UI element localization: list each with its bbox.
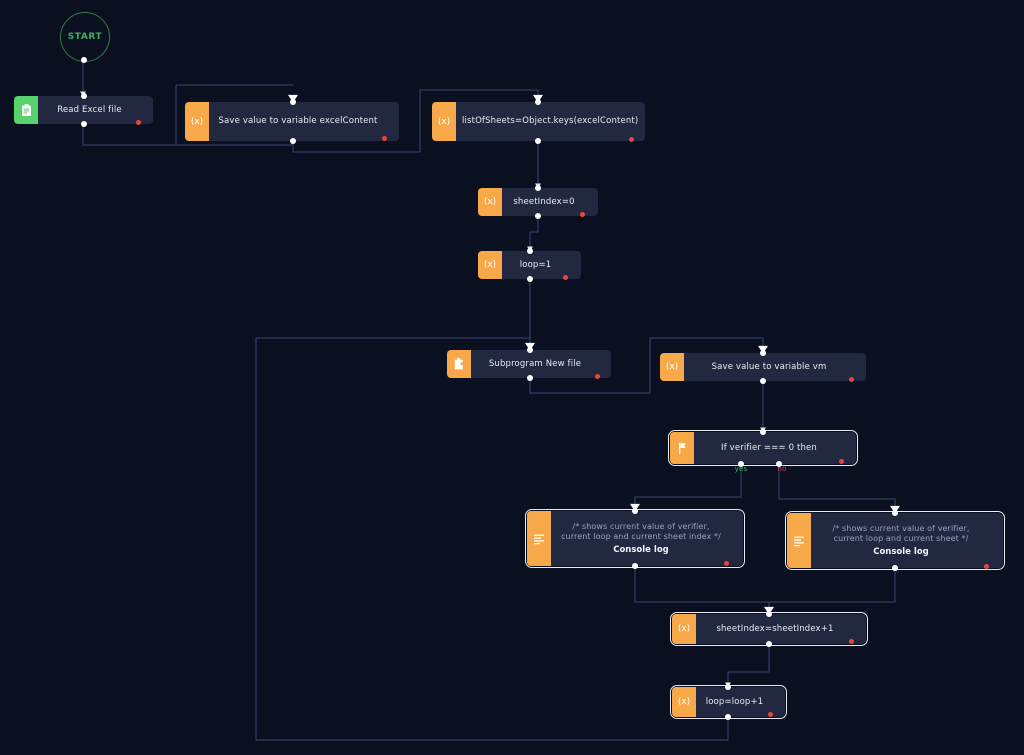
start-label: START (67, 32, 103, 42)
input-port-save-vm[interactable] (760, 350, 766, 356)
node-title: Save value to variable excelContent (218, 116, 378, 126)
node-title: loop=loop+1 (705, 696, 764, 707)
variable-icon: (x) (660, 353, 684, 381)
node-body: loop=1 (502, 251, 581, 279)
variable-icon: (x) (185, 102, 209, 141)
node-body: listOfSheets=Object.keys(excelContent) (456, 102, 656, 141)
node-body: Save value to variable vm (684, 353, 866, 381)
console-log-icon (527, 511, 551, 566)
output-port-read-excel[interactable] (81, 121, 87, 127)
node-body: sheetIndex=sheetIndex+1 (696, 614, 866, 644)
node-title: Console log (613, 544, 669, 555)
node-title: Subprogram New file (488, 358, 582, 369)
node-title: loop=1 (519, 259, 552, 270)
node-body: /* shows current value of verifier, curr… (551, 511, 743, 566)
node-save-excel-content[interactable]: (x) Save value to variable excelContent (185, 102, 399, 141)
error-port-list-of-sheets[interactable] (628, 136, 634, 142)
error-port-sheet-index-increment[interactable] (848, 638, 854, 644)
edge-sheetindex-to-loop (527, 216, 539, 252)
node-body: sheetIndex=0 (502, 188, 598, 216)
node-list-of-sheets[interactable]: (x) listOfSheets=Object.keys(excelConten… (432, 102, 645, 141)
input-port-loop-init[interactable] (527, 248, 533, 254)
node-body: Subprogram New file (471, 350, 611, 378)
variable-icon: (x) (672, 614, 696, 644)
error-port-read-excel[interactable] (135, 119, 141, 125)
node-comment: /* shows current value of verifier, curr… (832, 523, 970, 544)
input-port-console-log-no[interactable] (892, 510, 898, 516)
node-body: Save value to variable excelContent (209, 102, 399, 141)
input-port-read-excel[interactable] (81, 93, 87, 99)
variable-icon: (x) (478, 188, 502, 216)
node-body: Read Excel file (38, 96, 153, 124)
edge-no-to-consolelog (778, 464, 900, 514)
output-port-list-of-sheets[interactable] (535, 138, 541, 144)
error-port-save-vm[interactable] (848, 376, 854, 382)
error-port-save-excel-content[interactable] (381, 135, 387, 141)
output-port-sheet-index-init[interactable] (535, 213, 541, 219)
branch-label-no: no (777, 465, 787, 473)
error-port-console-log-yes[interactable] (723, 560, 729, 566)
error-port-if-verifier[interactable] (838, 458, 844, 464)
output-port-if-no[interactable] (776, 461, 782, 467)
node-title: Save value to variable vm (711, 361, 827, 372)
node-title: sheetIndex=0 (513, 196, 575, 207)
flag-icon (670, 432, 694, 464)
edge-yes-to-consolelog (630, 464, 742, 512)
edge-increment-to-loopincrement (725, 644, 770, 688)
console-log-icon (787, 513, 811, 568)
node-console-log-yes[interactable]: /* shows current value of verifier, curr… (524, 508, 746, 569)
error-port-subprogram[interactable] (594, 373, 600, 379)
node-body: /* shows current value of verifier, curr… (811, 513, 1003, 568)
variable-icon: (x) (432, 102, 456, 141)
node-title: Read Excel file (57, 104, 122, 115)
start-node[interactable]: START (60, 12, 110, 62)
node-body: If verifier === 0 then (694, 432, 856, 464)
input-port-if-verifier[interactable] (760, 429, 766, 435)
node-loop-init[interactable]: (x) loop=1 (478, 251, 581, 279)
input-port-save-excel-content[interactable] (290, 99, 296, 105)
node-save-vm[interactable]: (x) Save value to variable vm (660, 353, 866, 381)
node-title: sheetIndex=sheetIndex+1 (716, 623, 834, 634)
node-loop-increment[interactable]: (x) loop=loop+1 (669, 684, 788, 720)
output-port-save-excel-content[interactable] (290, 138, 296, 144)
node-sheet-index-init[interactable]: (x) sheetIndex=0 (478, 188, 598, 216)
node-read-excel-file[interactable]: Read Excel file (14, 96, 153, 124)
error-port-sheet-index-init[interactable] (579, 211, 585, 217)
output-port-console-log-yes[interactable] (632, 563, 638, 569)
output-port-loop-increment[interactable] (725, 714, 731, 720)
start-output-port[interactable] (81, 57, 87, 63)
input-port-loop-increment[interactable] (725, 684, 731, 690)
node-body: loop=loop+1 (696, 687, 785, 717)
puzzle-piece-icon (447, 350, 471, 378)
input-port-sheet-index-init[interactable] (535, 185, 541, 191)
node-comment: /* shows current value of verifier, curr… (561, 521, 721, 542)
input-port-sheet-index-increment[interactable] (766, 611, 772, 617)
output-port-subprogram[interactable] (527, 375, 533, 381)
input-port-list-of-sheets[interactable] (535, 99, 541, 105)
input-port-console-log-yes[interactable] (632, 508, 638, 514)
node-console-log-no[interactable]: /* shows current value of verifier, curr… (784, 510, 1006, 571)
output-port-sheet-index-increment[interactable] (766, 641, 772, 647)
variable-icon: (x) (672, 687, 696, 717)
node-sheet-index-increment[interactable]: (x) sheetIndex=sheetIndex+1 (669, 611, 869, 647)
output-port-loop-init[interactable] (527, 276, 533, 282)
node-title: Console log (873, 546, 929, 557)
node-if-verifier[interactable]: If verifier === 0 then (667, 429, 859, 467)
error-port-loop-init[interactable] (562, 274, 568, 280)
branch-label-yes: yes (734, 465, 748, 473)
error-port-loop-increment[interactable] (767, 711, 773, 717)
node-title: listOfSheets=Object.keys(excelContent) (462, 116, 639, 126)
output-port-console-log-no[interactable] (892, 565, 898, 571)
edge-consoleyes-to-increment (634, 566, 774, 615)
variable-icon: (x) (478, 251, 502, 279)
error-port-console-log-no[interactable] (983, 563, 989, 569)
output-port-if-yes[interactable] (738, 461, 744, 467)
excel-file-icon (14, 96, 38, 124)
node-subprogram-new-file[interactable]: Subprogram New file (447, 350, 611, 378)
node-title: If verifier === 0 then (721, 442, 817, 453)
edge-consoleno-to-increment (769, 568, 896, 603)
output-port-save-vm[interactable] (760, 378, 766, 384)
input-port-subprogram[interactable] (527, 347, 533, 353)
